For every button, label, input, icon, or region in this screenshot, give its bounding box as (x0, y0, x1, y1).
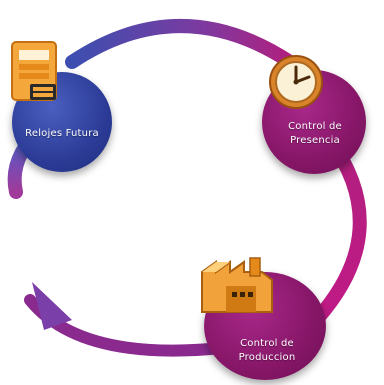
relojes-futura-label: Relojes Futura (25, 128, 99, 139)
time-clock-terminal-icon (10, 40, 64, 108)
presencia-label-line1: Control de (288, 121, 342, 132)
wall-clock-icon (264, 52, 328, 116)
presencia-label-line2: Presencia (290, 135, 340, 146)
produccion-label-line2: Produccion (238, 352, 296, 363)
arrowhead-bottom-left (32, 282, 72, 330)
factory-icon (196, 250, 286, 330)
produccion-label-line1: Control de (240, 338, 294, 349)
arrow-relojes-to-presencia (65, 19, 297, 69)
